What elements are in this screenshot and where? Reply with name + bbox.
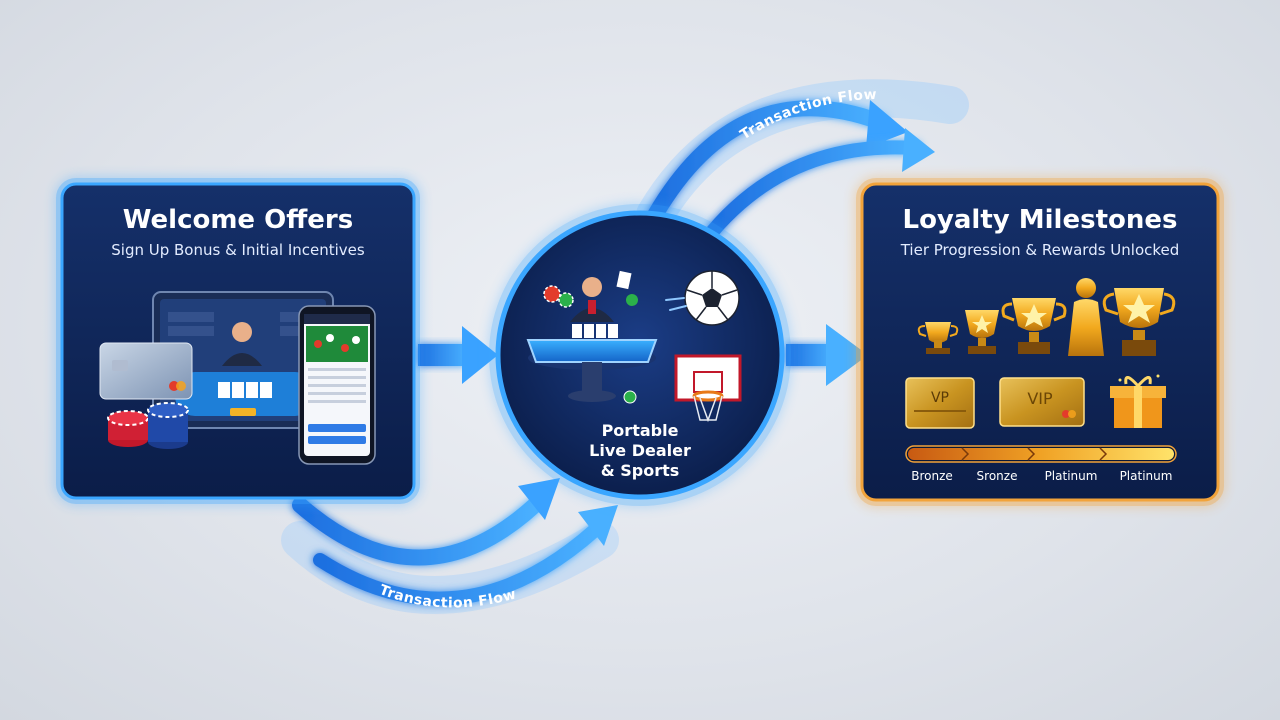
vip-card-label: VIP (1027, 389, 1053, 408)
hub-caption-line-1: Portable (602, 421, 679, 440)
welcome-offers-panel: Welcome Offers Sign Up Bonus & Initial I… (56, 178, 420, 504)
trophy-icon-small (917, 322, 959, 354)
welcome-subtitle: Sign Up Bonus & Initial Incentives (111, 241, 365, 259)
tier-label-1: Bronze (911, 469, 953, 483)
bottom-flow-arc-inner (313, 523, 602, 606)
loyalty-subtitle: Tier Progression & Rewards Unlocked (900, 241, 1180, 259)
trophy-icon-star (965, 310, 999, 354)
tier-progress-bar (905, 445, 1177, 463)
dealer-avatar-head (232, 322, 252, 342)
tier-label-4: Platinum (1120, 469, 1173, 483)
bottom-flow-arrowhead-outer (518, 478, 560, 520)
casino-chips-icon (107, 402, 189, 449)
credit-card-icon (99, 342, 193, 400)
loyalty-panel-glow (856, 178, 1224, 506)
bottom-flow-arrowhead-inner (578, 505, 618, 546)
hub-caption-line-3: & Sports (601, 461, 680, 480)
bottom-flow-arc-outer (292, 497, 543, 566)
hub-caption-line-2: Live Dealer (589, 441, 691, 460)
trophy-icon-large (1001, 298, 1067, 354)
right-connector-shaft (786, 344, 832, 366)
gift-box-icon (1110, 374, 1166, 428)
top-flow-arrowhead-inner (902, 128, 935, 172)
tier-label-3: Platinum (1045, 469, 1098, 483)
silhouette-trophy-icon (1068, 278, 1104, 356)
loyalty-milestones-panel: Loyalty Milestones Tier Progression & Re… (856, 178, 1224, 506)
smartphone-illustration (298, 305, 376, 465)
right-connector-head (826, 324, 868, 386)
welcome-title: Welcome Offers (123, 205, 353, 235)
live-dealer-table-icon (526, 270, 658, 404)
hub-glow (489, 204, 791, 506)
left-connector-shaft (418, 344, 466, 366)
tablet-illustration (152, 291, 334, 429)
loyalty-title: Loyalty Milestones (903, 205, 1178, 235)
trophy-icon-champion (1102, 288, 1176, 356)
welcome-panel-glow (56, 178, 420, 504)
vp-card: VP (905, 377, 975, 429)
top-flow-arc-outer (647, 100, 888, 223)
top-flow-arrowhead-outer (866, 100, 908, 148)
left-connector-head (462, 326, 498, 384)
tier-progress-fill (908, 448, 1174, 460)
top-flow-arc-inner (705, 140, 922, 239)
flow-arrows (281, 79, 969, 614)
central-hub: Portable Live Dealer & Sports (489, 204, 791, 506)
basketball-hoop-icon (674, 354, 742, 423)
vip-card: VIP (999, 377, 1085, 427)
tier-label-2: Sronze (977, 469, 1018, 483)
soccer-ball-icon (665, 270, 740, 326)
vp-card-label: VP (931, 390, 949, 406)
